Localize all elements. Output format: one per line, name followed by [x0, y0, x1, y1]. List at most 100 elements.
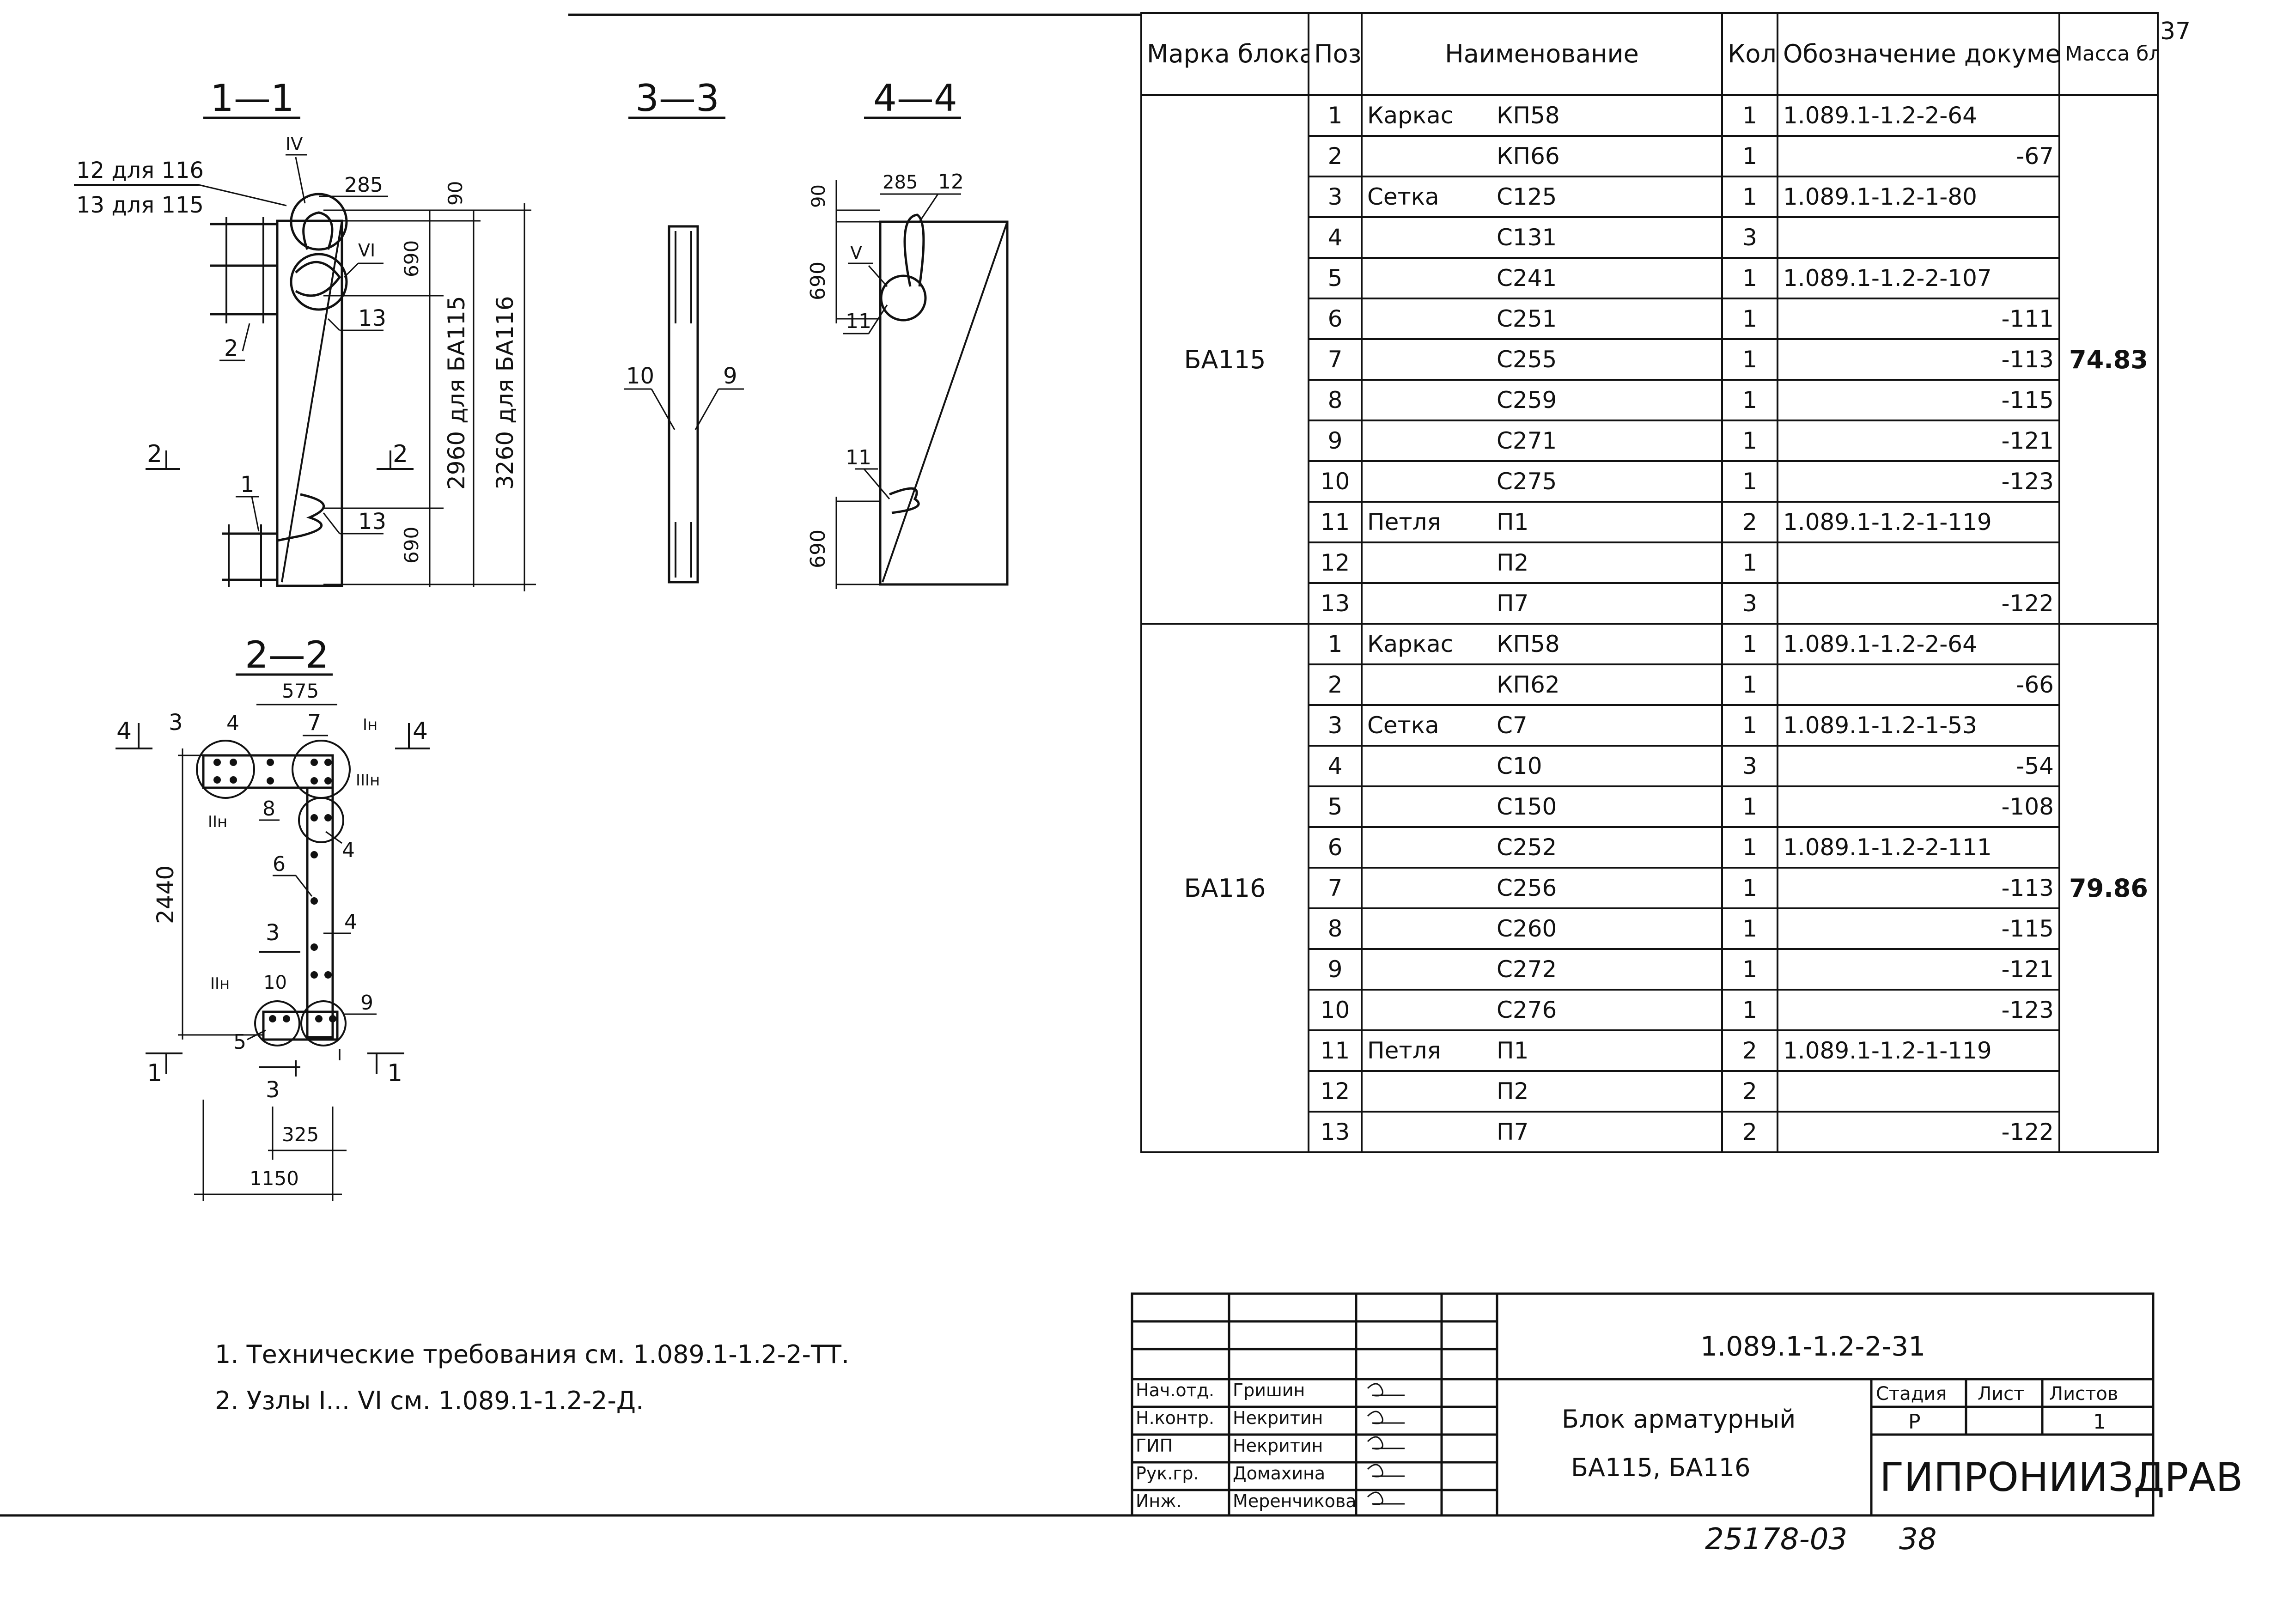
- block-mass: 79.86: [2058, 623, 2159, 1153]
- pos-7-label-2: 7: [307, 710, 322, 736]
- row-qty: 1: [1721, 460, 1778, 503]
- organization-name: ГИПРОНИИЗДРАВ: [1880, 1454, 2243, 1501]
- pos-6-label-2: 6: [273, 852, 286, 876]
- row-code: С10: [1497, 753, 1542, 779]
- row-name: С256: [1361, 867, 1723, 909]
- row-name: С255: [1361, 338, 1723, 381]
- dim-1150: 1150: [250, 1167, 299, 1190]
- section-4-4-body: [879, 220, 1009, 586]
- title-line-2: БА115, БА116: [1571, 1453, 1751, 1482]
- node-i-label: I: [337, 1046, 342, 1064]
- row-doc: -121: [1777, 948, 2060, 991]
- row-code: П1: [1497, 509, 1529, 535]
- pos-10-label-2: 10: [263, 972, 287, 993]
- section-1-1: 1—1 12 для 116 13 для 115 IV VI 285 90: [74, 77, 536, 591]
- row-code: С252: [1497, 834, 1557, 861]
- row-qty: 2: [1721, 1111, 1778, 1153]
- pos-9-label-2: 9: [360, 991, 373, 1015]
- row-qty: 1: [1721, 541, 1778, 584]
- row-qty: 3: [1721, 745, 1778, 787]
- cut-3-top: 3: [266, 920, 280, 946]
- pos-12-label-4: 12: [938, 170, 964, 194]
- row-doc: -111: [1777, 298, 2060, 340]
- row-code: С131: [1497, 224, 1557, 251]
- row-qty: 1: [1721, 989, 1778, 1031]
- section-2-2-title: 2—2: [245, 633, 329, 676]
- row-code: КП58: [1497, 631, 1560, 657]
- row-doc: [1777, 216, 2060, 259]
- row-code: С260: [1497, 915, 1557, 942]
- signature-role: Н.контр.: [1136, 1408, 1215, 1428]
- row-name: П7: [1361, 1111, 1723, 1153]
- row-pos: 2: [1308, 663, 1363, 706]
- row-doc: [1777, 1070, 2060, 1113]
- dim-2440: 2440: [152, 865, 179, 924]
- node-iiin-label: IIIн: [356, 771, 380, 790]
- row-name: С131: [1361, 216, 1723, 259]
- pos-13-lower: 13: [358, 509, 386, 535]
- note-13-for-115: 13 для 115: [76, 192, 204, 218]
- row-doc: -115: [1777, 907, 2060, 950]
- sheets-value: 1: [2093, 1410, 2106, 1434]
- title-line-1: Блок арматурный: [1562, 1405, 1796, 1434]
- row-pos: 6: [1308, 826, 1363, 869]
- pos-4-label-2a: 4: [226, 712, 239, 735]
- node-v-circle: [880, 274, 927, 322]
- node-iin-label-bottom: IIн: [210, 974, 230, 993]
- section-1-1-body: [276, 219, 343, 587]
- row-qty: 3: [1721, 582, 1778, 625]
- row-doc: 1.089.1-1.2-1-80: [1777, 176, 2060, 218]
- signature-name: Гришин: [1233, 1380, 1305, 1400]
- node-i-circle: [300, 1000, 347, 1046]
- note-1: 1. Технические требования см. 1.089.1-1.…: [215, 1340, 850, 1369]
- dim-90-4: 90: [808, 184, 829, 208]
- row-pos: 3: [1308, 704, 1363, 747]
- cut-2-left: 2: [147, 440, 162, 468]
- row-pos: 11: [1308, 501, 1363, 543]
- node-iin-circle-bottom: [254, 1000, 300, 1046]
- row-pos: 2: [1308, 135, 1363, 177]
- pos-13-upper: 13: [358, 305, 386, 331]
- pos-3-label-2: 3: [169, 710, 183, 736]
- row-code: С256: [1497, 875, 1557, 901]
- row-doc: 1.089.1-1.2-2-111: [1777, 826, 2060, 869]
- row-qty: 2: [1721, 1070, 1778, 1113]
- pos-2-label: 2: [224, 335, 238, 361]
- block-mark: БА115: [1140, 94, 1309, 625]
- row-qty: 1: [1721, 663, 1778, 706]
- row-qty: 1: [1721, 257, 1778, 299]
- row-type: Каркас: [1367, 631, 1454, 657]
- row-qty: 1: [1721, 948, 1778, 991]
- row-doc: -122: [1777, 1111, 2060, 1153]
- sheet-label: Лист: [1978, 1383, 2025, 1405]
- node-v-label: V: [850, 243, 862, 263]
- row-pos: 13: [1308, 1111, 1363, 1153]
- row-name: С259: [1361, 379, 1723, 421]
- row-pos: 13: [1308, 582, 1363, 625]
- dim-690-bottom: 690: [400, 527, 423, 564]
- row-code: П2: [1497, 1078, 1529, 1105]
- row-name: С252: [1361, 826, 1723, 869]
- row-qty: 1: [1721, 623, 1778, 665]
- row-qty: 3: [1721, 216, 1778, 259]
- signature-name: Домахина: [1233, 1463, 1326, 1484]
- row-qty: 1: [1721, 420, 1778, 462]
- dim-90-vertical: 90: [444, 181, 467, 206]
- row-pos: 9: [1308, 948, 1363, 991]
- row-name: Каркас КП58: [1361, 623, 1723, 665]
- pos-4-label-2c: 4: [344, 910, 357, 934]
